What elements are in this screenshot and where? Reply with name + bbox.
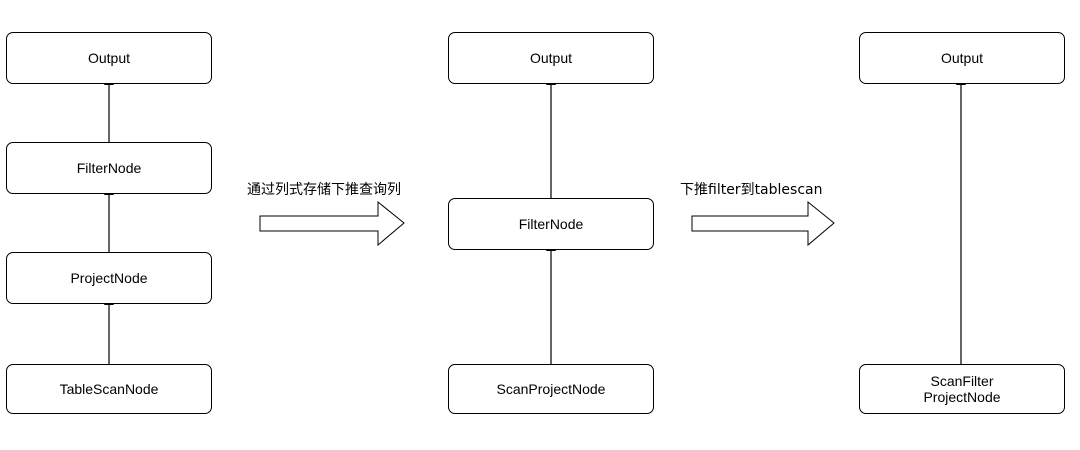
stage3-output-node: Output [859, 32, 1065, 84]
node-label-line2: ProjectNode [923, 389, 1001, 405]
stage1-scan-node: TableScanNode [6, 364, 212, 414]
node-label: Output [529, 50, 573, 66]
node-label: ProjectNode [70, 270, 148, 286]
node-label: FilterNode [518, 216, 584, 232]
node-label: Output [87, 50, 131, 66]
stage2-scan-node: ScanProjectNode [448, 364, 654, 414]
transform2-label: 下推filter到tablescan [680, 182, 823, 198]
transform-arrow-1 [259, 200, 405, 247]
stage3-scan-node: ScanFilter ProjectNode [859, 364, 1065, 414]
stage2-output-node: Output [448, 32, 654, 84]
node-label: ScanProjectNode [496, 381, 606, 397]
node-label: Output [940, 50, 984, 66]
node-label: TableScanNode [59, 381, 159, 397]
stage2-filter-node: FilterNode [448, 198, 654, 250]
stage1-output-node: Output [6, 32, 212, 84]
transform1-label: 通过列式存储下推查询列 [247, 182, 401, 198]
node-label-line1: ScanFilter [930, 373, 994, 389]
stage1-project-node: ProjectNode [6, 252, 212, 304]
transform-arrow-2 [691, 200, 835, 247]
node-label: FilterNode [76, 160, 142, 176]
stage1-filter-node: FilterNode [6, 142, 212, 194]
